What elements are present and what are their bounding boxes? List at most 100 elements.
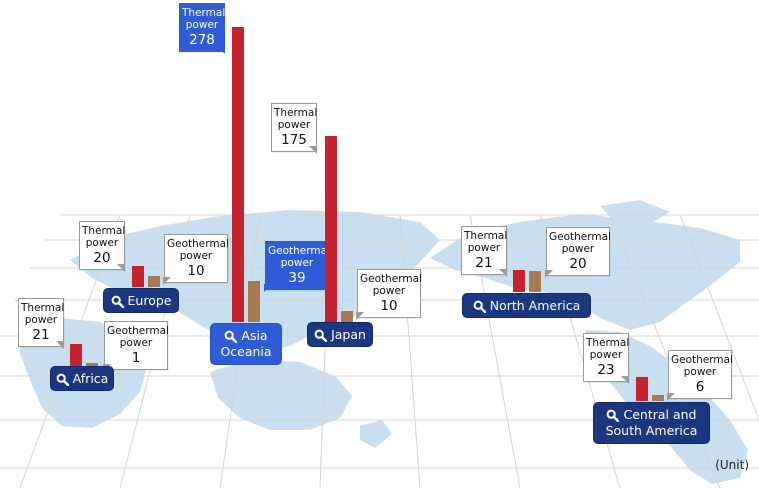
region-button-label: Japan	[331, 327, 366, 342]
central-south-america-thermal-callout-tail	[621, 376, 629, 384]
europe-thermal-callout-tail	[117, 264, 125, 272]
thermal-label-line: Thermal	[274, 107, 318, 119]
central-south-america-geothermal-callout-tail	[667, 393, 675, 401]
central-south-america-geothermal-bar[interactable]	[652, 395, 664, 401]
region-button-label: Oceania	[220, 344, 272, 359]
geothermal-label-line: power	[119, 337, 153, 349]
north-america-thermal-bar[interactable]	[513, 270, 525, 292]
europe-thermal-value: 20	[93, 250, 111, 266]
europe-thermal-bar[interactable]	[132, 266, 144, 287]
thermal-label-line: Thermal	[82, 225, 126, 237]
magnifier-icon	[56, 373, 69, 386]
japan-thermal-bar[interactable]	[325, 136, 337, 322]
north-america-thermal-callout-tail	[499, 269, 507, 277]
japan-geothermal-callout-tail	[356, 312, 364, 320]
geothermal-label-line: Geothermal	[107, 325, 169, 337]
africa-thermal-value: 21	[32, 327, 50, 343]
geothermal-label-line: power	[372, 285, 406, 297]
asia-oceania-thermal-value: 278	[189, 32, 215, 48]
thermal-label-line: power	[277, 119, 311, 131]
region-button-label: Europe	[127, 293, 172, 308]
thermal-label-line: power	[185, 19, 219, 31]
region-button-row: Europe	[111, 293, 172, 309]
asia-oceania-thermal-callout-tail	[217, 46, 225, 54]
geothermal-label-line: Geothermal	[671, 354, 733, 366]
asia-oceania-geothermal-bar[interactable]	[248, 281, 260, 322]
japan-thermal-value: 175	[281, 132, 307, 148]
magnifier-icon	[224, 330, 238, 343]
thermal-label-line: Thermal	[182, 7, 226, 19]
magnifier-icon	[473, 300, 486, 313]
region-button-row: North America	[471, 298, 582, 314]
region-button-label: North America	[489, 298, 581, 313]
japan-geothermal-bar[interactable]	[341, 311, 353, 322]
africa-geothermal-value: 1	[131, 350, 141, 366]
thermal-label-line: power	[85, 237, 119, 249]
geothermal-label-line: Geothermal	[549, 231, 611, 243]
geothermal-label-line: Geothermal	[167, 238, 229, 250]
region-button-north-america[interactable]: North America	[463, 294, 590, 317]
geothermal-label-line: power	[683, 366, 717, 378]
asia-oceania-thermal-bar[interactable]	[232, 27, 244, 322]
geothermal-label-line: power	[280, 257, 314, 269]
region-button-label: South America	[605, 423, 698, 438]
region-button-row: South America	[602, 423, 701, 439]
thermal-label-line: Thermal	[464, 230, 508, 242]
asia-oceania-geothermal-value: 39	[288, 270, 306, 286]
north-america-thermal-value: 21	[475, 255, 493, 271]
japan-thermal-callout-tail	[309, 146, 317, 154]
geothermal-label-line: power	[179, 250, 213, 262]
region-button-row: Central and	[602, 407, 701, 423]
europe-geothermal-value: 10	[187, 263, 205, 279]
region-button-label: Central and	[623, 407, 697, 422]
north-america-geothermal-value: 20	[569, 256, 587, 272]
thermal-label-line: Thermal	[21, 302, 65, 314]
central-south-america-thermal-bar[interactable]	[636, 377, 648, 401]
thermal-label-line: power	[589, 349, 623, 361]
thermal-label-line: Thermal	[586, 337, 630, 349]
region-button-label: Asia	[241, 328, 268, 343]
region-button-row: Oceania	[219, 344, 273, 360]
central-south-america-thermal-value: 23	[597, 362, 615, 378]
geothermal-label-line: Geothermal	[268, 245, 330, 257]
region-button-row: Japan	[314, 327, 366, 343]
north-america-geothermal-bar[interactable]	[529, 271, 541, 292]
region-button-row: Africa	[56, 371, 108, 387]
geothermal-label-line: power	[561, 243, 595, 255]
geothermal-label-line: Geothermal	[360, 273, 422, 285]
magnifier-icon	[314, 329, 328, 342]
asia-oceania-geothermal-callout-tail	[264, 284, 272, 292]
magnifier-icon	[606, 409, 620, 422]
unit-note: (Unit)	[715, 458, 749, 472]
region-button-row: Asia	[219, 328, 273, 344]
magnifier-icon	[111, 295, 124, 308]
africa-thermal-bar[interactable]	[70, 344, 82, 366]
region-button-europe[interactable]: Europe	[104, 289, 178, 312]
thermal-label-line: power	[24, 314, 58, 326]
north-america-geothermal-callout-tail	[545, 270, 553, 278]
europe-geothermal-callout-tail	[163, 277, 171, 285]
central-south-america-geothermal-value: 6	[695, 379, 705, 395]
africa-geothermal-bar[interactable]	[86, 363, 98, 366]
region-button-japan[interactable]: Japan	[308, 323, 372, 346]
japan-geothermal-value: 10	[380, 298, 398, 314]
thermal-label-line: power	[467, 242, 501, 254]
region-button-africa[interactable]: Africa	[51, 367, 113, 390]
europe-geothermal-bar[interactable]	[148, 276, 160, 287]
africa-thermal-callout-tail	[56, 341, 64, 349]
